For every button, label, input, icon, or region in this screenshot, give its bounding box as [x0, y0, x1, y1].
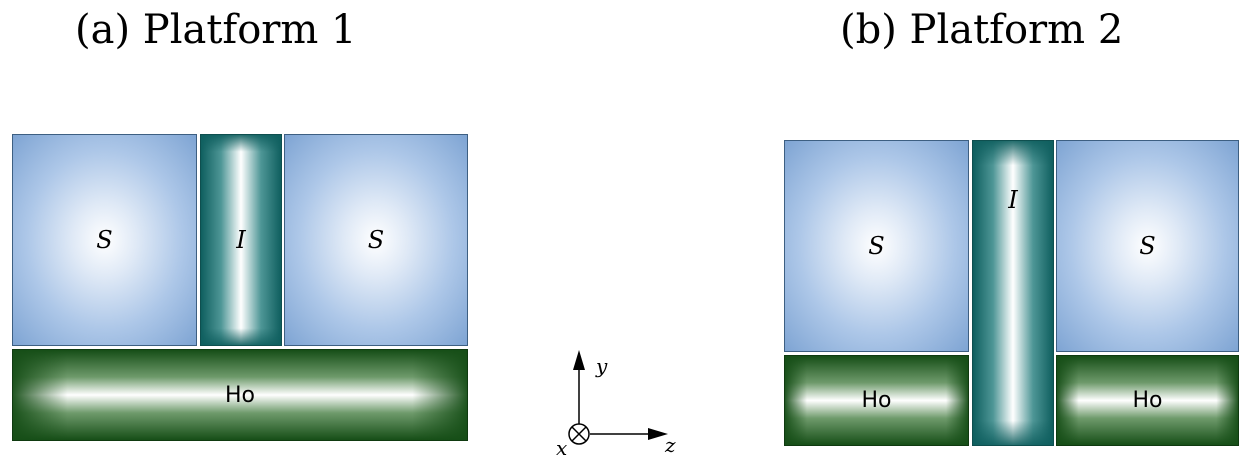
panel-a-superconductor-right: S	[284, 134, 468, 346]
x-axis-label: x	[556, 436, 567, 455]
panel-b-i-label: I	[1008, 186, 1018, 214]
y-axis-label: y	[595, 354, 608, 378]
panel-b-title: (b) Platform 2	[840, 7, 1124, 53]
coordinate-axes: y z x	[556, 350, 676, 455]
panel-b-insulator: I	[972, 140, 1054, 446]
x-axis-cross-b	[571, 426, 587, 442]
panel-b-superconductor-left: S	[784, 140, 969, 352]
panel-b-ho-right-label: Ho	[1132, 388, 1163, 413]
panel-a-s-right-label: S	[367, 226, 385, 254]
z-axis-arrow	[648, 428, 668, 440]
panel-a-s-left-label: S	[96, 226, 113, 254]
panel-b-s-right-label: S	[1139, 232, 1156, 260]
panel-b-superconductor-right: S	[1056, 140, 1239, 352]
panel-b-holmium-left: Ho	[784, 355, 969, 446]
panel-a-title: (a) Platform 1	[75, 7, 357, 53]
panel-a-i-label: I	[236, 226, 246, 254]
panel-b-holmium-right: Ho	[1056, 355, 1239, 446]
panel-b-ho-left-label: Ho	[861, 388, 892, 413]
panel-a-insulator: I	[200, 134, 282, 346]
z-axis-label: z	[664, 433, 676, 455]
panel-a-ho-label: Ho	[224, 382, 255, 408]
y-axis-arrow	[573, 350, 585, 370]
panel-a-superconductor-left: S	[12, 134, 197, 346]
panel-a-holmium-layer: Ho	[12, 349, 468, 441]
panel-b-s-left-label: S	[868, 232, 885, 260]
